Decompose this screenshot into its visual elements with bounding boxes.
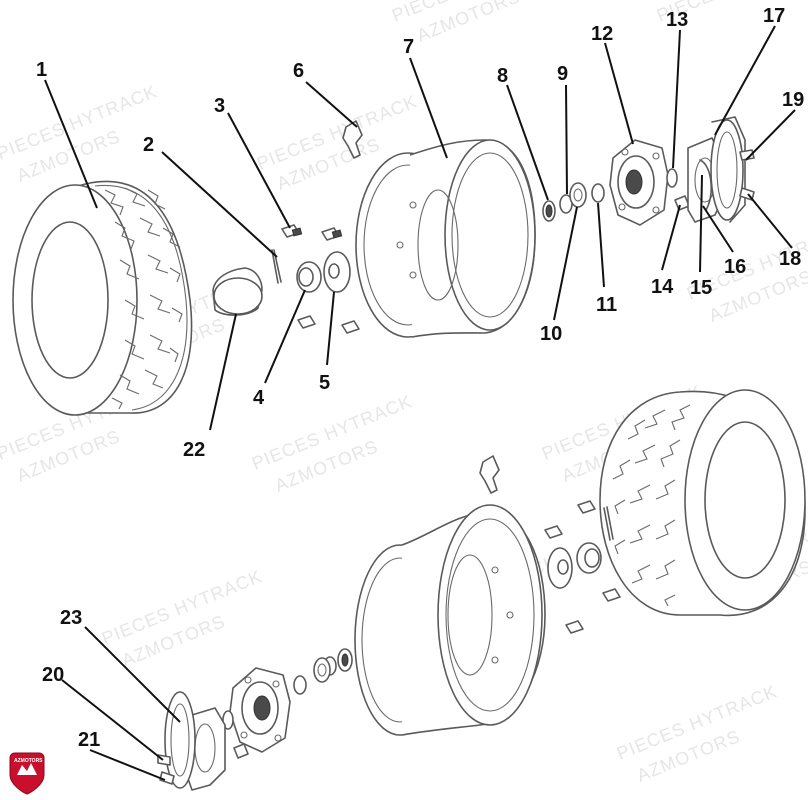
callout-13: 13	[666, 9, 688, 31]
callout-14: 14	[651, 276, 674, 298]
lower-tire	[599, 389, 806, 617]
part-22-cap	[212, 267, 263, 316]
lower-bolts	[544, 500, 621, 634]
lower-brake	[157, 691, 249, 791]
lower-bearings	[293, 648, 353, 695]
bolts-lower	[297, 315, 360, 334]
callout-16: 16	[724, 256, 746, 278]
part-19-stud	[739, 149, 755, 161]
callout-8: 8	[497, 65, 508, 87]
callout-labels: 1 2 3 4 5 6 7 8 9 10 11 12 13 14 15 16 1…	[36, 5, 804, 751]
lower-rim	[354, 504, 546, 736]
lower-valve	[479, 455, 500, 494]
part-3-bolt	[281, 224, 303, 238]
part-12-hub	[609, 139, 669, 226]
callout-17: 17	[763, 5, 785, 27]
lower-washer	[547, 547, 573, 589]
part-5-washer	[323, 251, 351, 293]
part-11-ring	[591, 183, 605, 203]
lower-pin	[603, 506, 614, 541]
callout-6: 6	[293, 60, 304, 82]
logo-text: AZMOTORS	[14, 758, 43, 764]
callout-19: 19	[782, 89, 804, 111]
part-10-bearing	[569, 182, 587, 208]
callout-5: 5	[319, 372, 330, 394]
callout-7: 7	[403, 36, 414, 58]
part-6-valve	[342, 120, 363, 159]
part-1-tire	[12, 180, 193, 416]
callout-9: 9	[557, 63, 568, 85]
part-7-rim	[355, 139, 536, 338]
callout-3: 3	[214, 95, 225, 117]
callout-1: 1	[36, 59, 47, 81]
callout-20: 20	[42, 664, 64, 686]
callout-18: 18	[779, 248, 801, 270]
callout-22: 22	[183, 439, 205, 461]
callout-11: 11	[596, 294, 617, 316]
callout-15: 15	[690, 277, 712, 299]
part-13-nut	[666, 168, 678, 188]
part-4-nut	[296, 261, 322, 293]
part-14-fitting	[674, 195, 690, 211]
leader-lines	[44, 25, 796, 781]
azmotors-logo: AZMOTORS	[9, 752, 45, 795]
part-8-seal	[542, 200, 556, 222]
callout-10: 10	[540, 323, 562, 345]
part-17-brake-drum	[710, 116, 746, 223]
bolt-upper-right	[321, 227, 343, 241]
lower-hub	[229, 667, 291, 753]
callout-23: 23	[60, 607, 82, 629]
lower-nut	[576, 542, 602, 574]
callout-2: 2	[143, 134, 154, 156]
callout-21: 21	[78, 729, 100, 751]
callout-12: 12	[591, 23, 613, 45]
callout-4: 4	[253, 387, 265, 409]
